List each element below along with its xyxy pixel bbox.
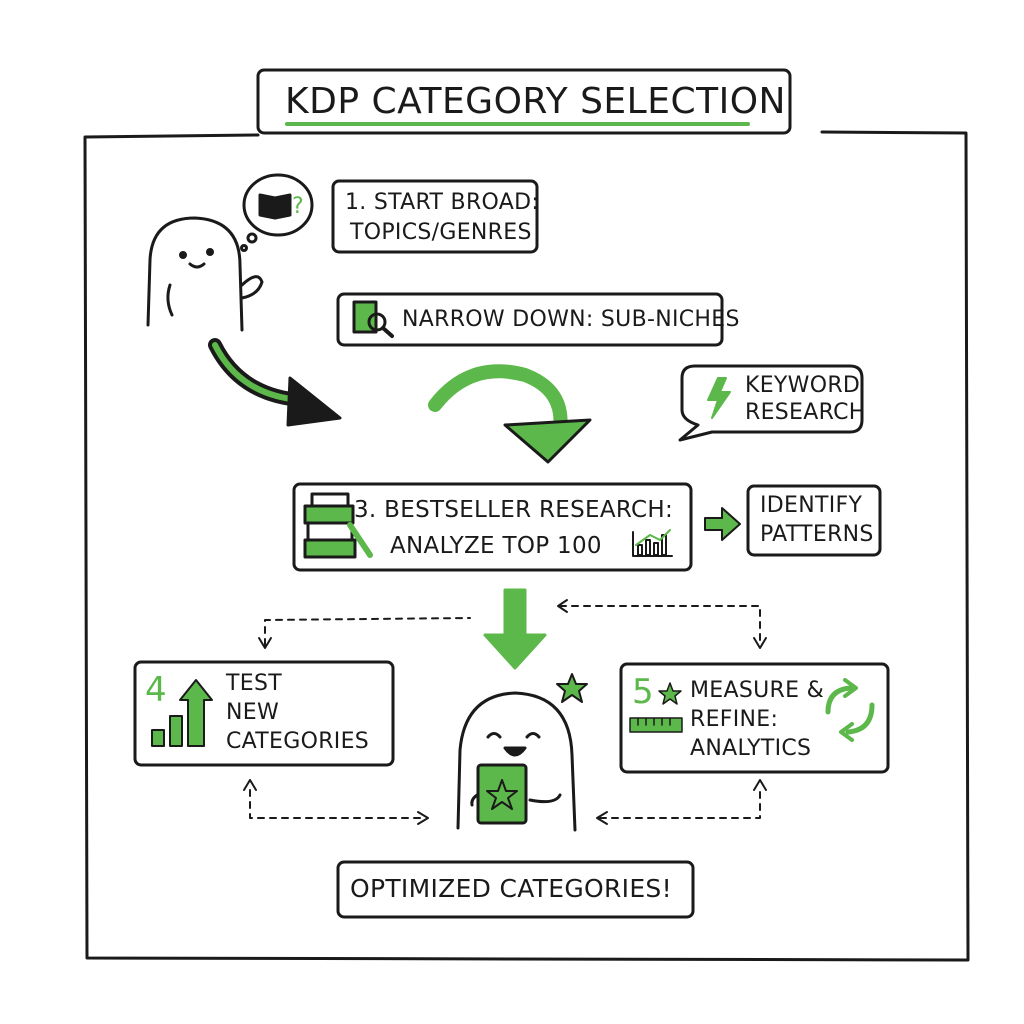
growth-chart-icon bbox=[632, 529, 673, 557]
step4-box bbox=[133, 660, 395, 767]
thought-bubble bbox=[240, 173, 314, 252]
down-arrow bbox=[483, 588, 547, 670]
main-frame bbox=[83, 130, 970, 962]
result-label: OPTIMIZED CATEGORIES! bbox=[350, 874, 672, 903]
step4-line3: CATEGORIES bbox=[226, 729, 370, 754]
black-curved-arrow bbox=[208, 338, 342, 427]
keyword-speech-bubble bbox=[678, 364, 864, 442]
step3-box bbox=[292, 482, 693, 572]
book-star-icon bbox=[476, 763, 528, 825]
step5-number: 5 bbox=[632, 672, 654, 712]
dashed-arrowheads bbox=[243, 599, 767, 825]
keyword-line2: RESEARCH bbox=[745, 400, 866, 425]
keyword-line1: KEYWORD bbox=[745, 373, 861, 398]
step1-line2: TOPICS/GENRES bbox=[350, 220, 532, 245]
ghost-character-happy bbox=[456, 691, 577, 832]
star-icon bbox=[556, 673, 588, 703]
lightning-icon bbox=[707, 377, 731, 419]
book-magnifier-icon bbox=[352, 300, 394, 338]
dashed-connectors bbox=[249, 605, 761, 819]
step3-line2: ANALYZE TOP 100 bbox=[390, 533, 602, 559]
result-box bbox=[336, 860, 695, 919]
small-star-icon bbox=[658, 682, 682, 705]
step2-label: NARROW DOWN: SUB-NICHES bbox=[402, 307, 740, 332]
identify-box bbox=[746, 484, 882, 557]
question-icon: ? bbox=[292, 194, 304, 219]
step3-line1: 3. BESTSELLER RESEARCH: bbox=[354, 497, 674, 523]
bar-growth-icon bbox=[151, 679, 213, 747]
step4-number: 4 bbox=[145, 670, 167, 710]
step1-line1: 1. START BROAD: bbox=[345, 190, 540, 215]
identify-line2: PATTERNS bbox=[760, 522, 874, 547]
book-stack-icon bbox=[303, 492, 373, 559]
page-title: KDP CATEGORY SELECTION bbox=[285, 81, 786, 122]
title-box bbox=[256, 68, 792, 135]
step4-line1: TEST bbox=[226, 671, 282, 696]
step4-line2: NEW bbox=[226, 700, 280, 725]
refresh-cycle-icon bbox=[825, 678, 875, 742]
green-curved-arrow bbox=[428, 364, 592, 464]
step1-box bbox=[331, 179, 539, 254]
ruler-icon bbox=[629, 717, 683, 733]
step5-box bbox=[619, 662, 890, 774]
step5-line3: ANALYTICS bbox=[690, 736, 812, 761]
step5-line1: MEASURE & bbox=[690, 678, 825, 703]
step2-box bbox=[336, 292, 724, 347]
right-arrow bbox=[704, 507, 741, 541]
identify-line1: IDENTIFY bbox=[760, 493, 863, 518]
ghost-character-thinking bbox=[146, 216, 264, 332]
step5-line2: REFINE: bbox=[690, 707, 779, 732]
